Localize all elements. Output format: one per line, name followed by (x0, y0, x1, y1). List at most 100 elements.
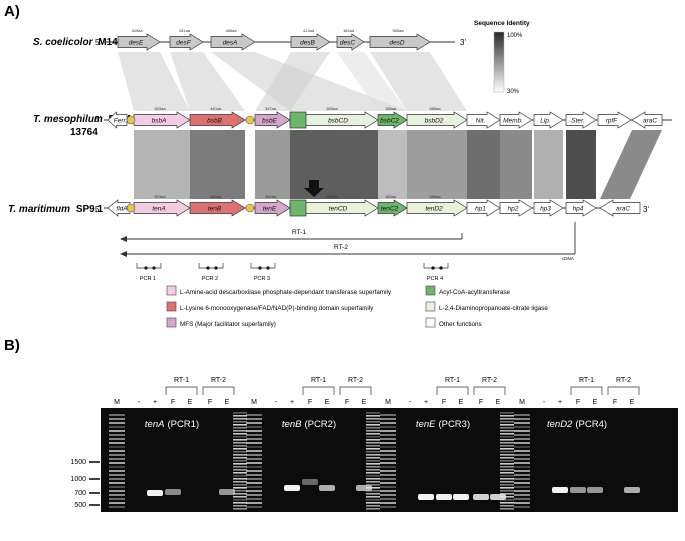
pcr-amplicon (198, 263, 224, 269)
gene-arrow (499, 199, 533, 217)
rt-bracket (339, 386, 372, 395)
rt-bracket (302, 386, 335, 395)
lane-label: + (424, 399, 428, 406)
homology-araC-araC (600, 130, 662, 199)
gene-label: tenCD (329, 205, 348, 212)
gene-arrow (377, 199, 408, 217)
homology-block-1 (190, 130, 245, 199)
homology-block-5 (407, 130, 467, 199)
gel-band (302, 479, 318, 485)
gel-band (624, 487, 640, 493)
rt2-label: RT-2 (334, 244, 348, 251)
gene-arrow (254, 111, 291, 129)
gene-arrow (466, 199, 501, 217)
pcr-label: PCR 4 (427, 276, 443, 282)
gel-band (147, 490, 163, 496)
legend-item-5: L-2,4-Diaminopropanoate-citrate ligase (425, 301, 548, 312)
primer-dot-icon (266, 266, 270, 270)
gene-label: Ster. (571, 117, 585, 124)
gene-arrow (499, 111, 533, 129)
gene-hp1: hp1 (466, 199, 501, 217)
lane-label: F (171, 399, 175, 406)
panel-b-label: B) (4, 337, 20, 354)
rt-bracket (607, 386, 640, 395)
gene-arrow (133, 199, 191, 217)
pcr-label: PCR 2 (202, 276, 218, 282)
row2-5prime: 5' (95, 115, 101, 124)
ladder-lane (109, 414, 125, 508)
lane-label: E (593, 399, 598, 406)
legend-item-2: L-Lysine 6-monooxygenase/FAD/NAD(P)-bind… (166, 301, 374, 312)
pcr-amplicon (250, 263, 276, 269)
gene-arrow (406, 111, 468, 129)
lane-label: M (251, 399, 257, 406)
rt1-arrowhead-icon (120, 236, 127, 242)
gene-arrow (117, 33, 161, 51)
homology-block-0 (134, 130, 190, 199)
gene-Memb.: Memb. (499, 111, 533, 129)
separator-ladder (500, 412, 514, 510)
lane-label: E (630, 399, 635, 406)
gene-arrow (369, 33, 431, 51)
pcr-2: PCR 2 (198, 263, 224, 282)
rt-group-label: RT-2 (211, 377, 226, 384)
homology-block-9 (566, 130, 596, 199)
homology-block-7 (500, 130, 532, 199)
gene-arrow (533, 199, 564, 217)
homology-desE-bsbA (118, 52, 190, 111)
gene-row-mesophilum: Ferr.bsbA503aabsbB440aabsbE397aabsbCD805… (107, 106, 663, 129)
rt-bracket (473, 386, 506, 395)
gene-label: bsbC2 (380, 117, 399, 124)
organism-label-maritimum: T. maritimum SP9.1 (8, 204, 104, 215)
rt-group-label: RT-2 (482, 377, 497, 384)
scale-gradient (493, 31, 505, 93)
lane-label: M (114, 399, 120, 406)
primer-dot-icon (206, 266, 210, 270)
gene-araC: araC (631, 111, 663, 129)
gel-band (552, 487, 568, 493)
lane-label: - (138, 399, 141, 406)
scale-low: 30% (507, 89, 520, 95)
legend-text: Other functions (439, 321, 482, 328)
rt2-arrowhead-icon (120, 251, 127, 257)
legend-item-6: Other functions (425, 317, 482, 328)
gene-size: 392aa (265, 194, 277, 199)
homology-block-4 (378, 130, 407, 199)
legend-text: L-Lysine 6-monooxygenase/FAD/NAD(P)-bind… (180, 305, 374, 312)
lane-label: + (558, 399, 562, 406)
primer-dot-icon (439, 266, 443, 270)
gene-Lip.: Lip. (533, 111, 564, 129)
gel-band (165, 489, 181, 495)
gene-size: 440aa (210, 194, 222, 199)
gene-label: araC (643, 117, 657, 124)
gene-label: araC (616, 205, 630, 212)
homology-block-8 (534, 130, 563, 199)
lane-label: E (188, 399, 193, 406)
legend-item-1: L-Amine-acid descarboxilase phosphate-de… (166, 285, 392, 296)
gene-hp4: hp4 (565, 199, 597, 217)
primer-dot-icon (214, 266, 218, 270)
size-marker-500: 500 (74, 502, 86, 509)
gene-label: desC (340, 39, 355, 46)
rt-bracket (436, 386, 469, 395)
lane-label: F (345, 399, 349, 406)
gene-Nit.: Nit. (466, 111, 501, 129)
gene-arrow (466, 111, 501, 129)
rt-bracket (165, 386, 198, 395)
rt-group-label: RT-2 (348, 377, 363, 384)
svg-text:T. maritimum SP9.1: T. maritimum SP9.1 (8, 204, 104, 215)
gene-arrow (133, 111, 191, 129)
gene-label: bsbB (207, 117, 222, 124)
row1-3prime: 3' (460, 38, 466, 47)
lane-label: F (613, 399, 617, 406)
legend-swatch (425, 285, 436, 296)
